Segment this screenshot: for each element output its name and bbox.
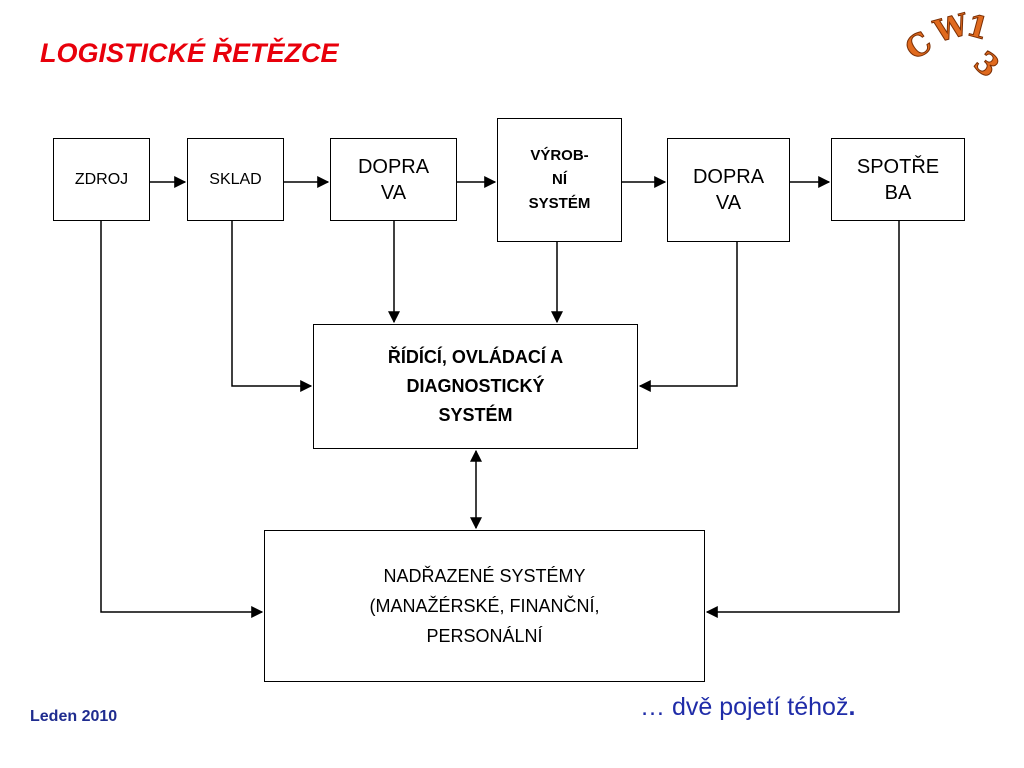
page-title: LOGISTICKÉ ŘETĚZCE — [40, 38, 339, 68]
node-doprava-2: DOPRA VA — [667, 138, 790, 242]
arrow-doprava2-ridici — [638, 242, 738, 392]
node-label: DIAGNOSTICKÝ — [406, 376, 545, 396]
node-label: NÍ — [552, 171, 567, 188]
node-sklad: SKLAD — [187, 138, 284, 221]
node-zdroj: ZDROJ — [53, 138, 150, 221]
node-label: DOPRA — [692, 166, 765, 188]
arrow-zdroj-nadrazene — [100, 221, 264, 618]
node-spotreba: SPOTŘE BA — [831, 138, 965, 221]
node-doprava-1: DOPRA VA — [330, 138, 457, 221]
node-label: DOPRA — [357, 155, 430, 178]
cw13-logo: C W 1 3 — [900, 7, 1006, 86]
node-label: ZDROJ — [74, 170, 129, 188]
node-label: VA — [380, 181, 407, 204]
node-nadrazene-systemy: NADŘAZENÉ SYSTÉMY (MANAŽÉRSKÉ, FINANČNÍ,… — [264, 530, 705, 682]
node-label: VÝROB- — [530, 147, 589, 164]
node-label: VA — [715, 192, 742, 214]
logo-char: 1 — [963, 8, 992, 47]
node-label: SKLAD — [209, 170, 262, 188]
node-label: PERSONÁLNÍ — [426, 626, 543, 646]
node-label: ŘÍDÍCÍ, OVLÁDACÍ A — [387, 347, 564, 367]
logo-char: 3 — [967, 45, 1005, 85]
footer-date: Leden 2010 — [30, 708, 118, 725]
node-vyrobni-system: VÝROB- NÍ SYSTÉM — [497, 118, 622, 242]
logo-char: C — [900, 25, 939, 67]
footer-note-suffix: . — [848, 693, 856, 721]
footer-note-text: … dvě pojetí téhož — [640, 693, 849, 721]
footer-note: … dvě pojetí téhož. — [640, 693, 855, 722]
node-label: SYSTÉM — [438, 405, 513, 425]
node-label: SPOTŘE — [856, 155, 940, 178]
node-label: SYSTÉM — [528, 195, 591, 212]
arrow-spotreba-nadrazene — [705, 221, 900, 618]
node-label: (MANAŽÉRSKÉ, FINANČNÍ, — [369, 596, 600, 616]
node-ridici-system: ŘÍDÍCÍ, OVLÁDACÍ A DIAGNOSTICKÝ SYSTÉM — [313, 324, 638, 449]
node-label: NADŘAZENÉ SYSTÉMY — [383, 566, 586, 586]
arrow-sklad-ridici — [231, 221, 313, 392]
node-label: BA — [884, 181, 912, 204]
